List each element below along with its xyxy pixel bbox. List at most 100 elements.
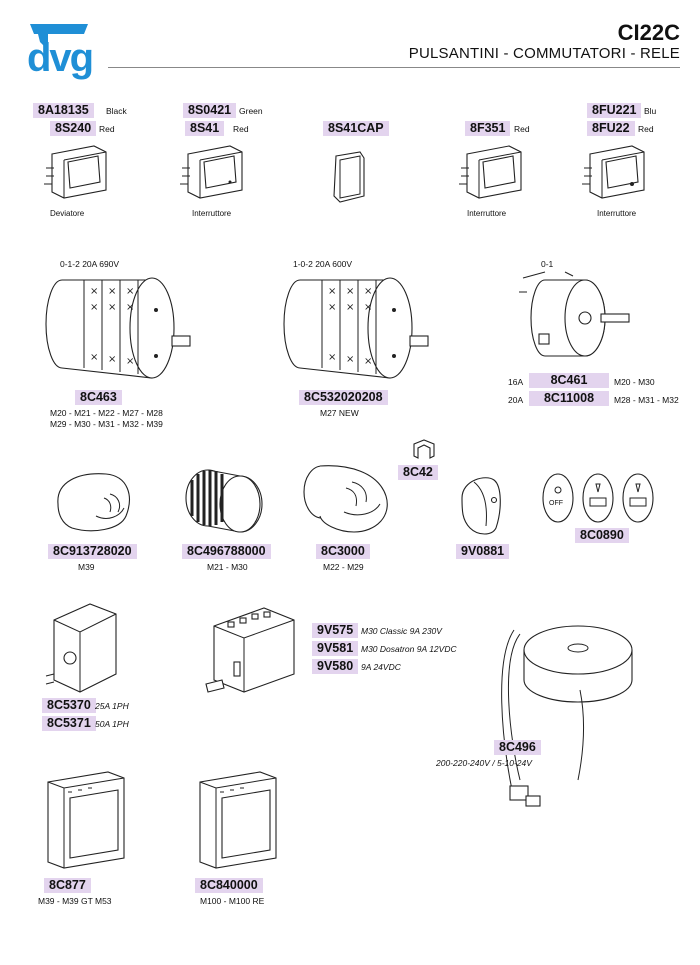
rotary-switch-8C532020208: × × × × × × × × × xyxy=(283,277,429,379)
off-label: OFF xyxy=(549,500,563,507)
svg-text:×: × xyxy=(346,354,354,365)
rotary-switch-8C463: ××× ××× ××× xyxy=(45,277,191,379)
models-8C11008: M28 - M31 - M32 xyxy=(614,395,679,405)
code-9V580: 9V580 xyxy=(312,659,359,674)
knob-8C913728020 xyxy=(57,473,130,532)
rotary-switch-8C461 xyxy=(519,271,630,357)
code-9V581: 9V581 xyxy=(312,641,359,656)
note-8C496: 200-220-240V / 5-10-24V xyxy=(436,758,532,768)
caption-interruttore-2: Interruttore xyxy=(467,209,507,218)
code-8C42: 8C42 xyxy=(398,465,438,480)
note-black: Black xyxy=(106,106,127,116)
svg-text:×: × xyxy=(126,356,134,367)
models-8C913728020: M39 xyxy=(78,562,95,572)
amp-16A: 16A xyxy=(508,377,524,387)
note-9V575: M30 Classic 9A 230V xyxy=(361,626,442,636)
code-8S41CAP: 8S41CAP xyxy=(323,121,389,136)
lcd-display-8C877 xyxy=(47,771,125,869)
code-8C532020208: 8C532020208 xyxy=(299,390,388,405)
code-8S0421: 8S0421 xyxy=(183,103,237,118)
code-8C5371: 8C5371 xyxy=(42,716,96,731)
selector-labels-8C0890 xyxy=(542,473,654,523)
note-red-2: Red xyxy=(233,124,249,134)
code-8C0890: 8C0890 xyxy=(575,528,629,543)
svg-text:×: × xyxy=(108,354,116,365)
code-8C463: 8C463 xyxy=(75,390,122,405)
svg-text:×: × xyxy=(90,286,98,297)
code-8S240: 8S240 xyxy=(50,121,97,136)
caption-interruttore-1: Interruttore xyxy=(192,209,232,218)
models-8C532020208: M27 NEW xyxy=(320,408,359,418)
rating-8C461: 0-1 xyxy=(541,259,554,269)
code-8C3000: 8C3000 xyxy=(316,544,370,559)
svg-text:×: × xyxy=(364,286,372,297)
svg-text:×: × xyxy=(346,286,354,297)
code-8C913728020: 8C913728020 xyxy=(48,544,137,559)
knob-9V0881 xyxy=(461,477,501,535)
clip-8C42 xyxy=(413,439,435,459)
code-8C840000: 8C840000 xyxy=(195,878,263,893)
models-8C463-line1: M20 - M21 - M22 - M27 - M28 xyxy=(50,408,163,418)
caption-deviatore: Deviatore xyxy=(50,209,85,218)
models-8C840000: M100 - M100 RE xyxy=(200,896,265,906)
note-red-4: Red xyxy=(638,124,654,134)
code-8C496788000: 8C496788000 xyxy=(182,544,271,559)
svg-text:×: × xyxy=(328,302,336,313)
code-8C11008: 8C11008 xyxy=(529,391,609,406)
rating-8C463: 0-1-2 20A 690V xyxy=(60,259,120,269)
rocker-switch-interruttore-1 xyxy=(180,145,243,199)
amp-20A: 20A xyxy=(508,395,524,405)
lcd-display-8C840000 xyxy=(199,771,277,869)
models-8C463-line2: M29 - M30 - M31 - M32 - M39 xyxy=(50,419,163,429)
models-8C3000: M22 - M29 xyxy=(323,562,364,572)
code-8FU22: 8FU22 xyxy=(587,121,635,136)
code-8C496: 8C496 xyxy=(494,740,541,755)
svg-text:×: × xyxy=(346,302,354,313)
svg-text:×: × xyxy=(126,302,134,313)
logo-text: dvg xyxy=(27,36,94,80)
contactor xyxy=(205,607,295,693)
code-8C5370: 8C5370 xyxy=(42,698,96,713)
note-9V580: 9A 24VDC xyxy=(361,662,401,672)
code-9V0881: 9V0881 xyxy=(456,544,510,559)
relay-box xyxy=(45,603,117,693)
note-9V581: M30 Dosatron 9A 12VDC xyxy=(361,644,457,654)
models-8C496788000: M21 - M30 xyxy=(207,562,248,572)
note-blu: Blu xyxy=(644,106,657,116)
svg-text:×: × xyxy=(126,286,134,297)
code-8C461: 8C461 xyxy=(529,373,609,388)
page-code: CI22C xyxy=(617,20,680,45)
dvg-logo: dvg xyxy=(26,20,106,84)
knob-8C496788000 xyxy=(185,469,263,533)
header-rule xyxy=(108,67,680,68)
rocker-switch-interruttore-3 xyxy=(582,145,645,199)
code-8S41: 8S41 xyxy=(185,121,225,136)
rocker-switch-deviatore xyxy=(44,145,107,199)
rocker-switch-interruttore-2 xyxy=(459,145,522,199)
toroidal-transformer xyxy=(501,625,633,807)
note-green: Green xyxy=(239,106,263,116)
models-8C461: M20 - M30 xyxy=(614,377,655,387)
svg-text:×: × xyxy=(108,286,116,297)
svg-text:×: × xyxy=(328,286,336,297)
caption-interruttore-3: Interruttore xyxy=(597,209,637,218)
svg-text:×: × xyxy=(90,302,98,313)
rating-8C532020208: 1-0-2 20A 600V xyxy=(293,259,353,269)
note-red-3: Red xyxy=(514,124,530,134)
switch-cap xyxy=(333,151,365,203)
code-9V575: 9V575 xyxy=(312,623,359,638)
svg-text:×: × xyxy=(364,356,372,367)
note-red: Red xyxy=(99,124,115,134)
svg-text:×: × xyxy=(364,302,372,313)
note-8C5370: 25A 1PH xyxy=(95,701,129,711)
code-8A18135: 8A18135 xyxy=(33,103,94,118)
page-subtitle: PULSANTINI - COMMUTATORI - RELE xyxy=(408,45,680,62)
svg-text:×: × xyxy=(90,352,98,363)
knob-8C3000 xyxy=(303,465,388,533)
code-8F351: 8F351 xyxy=(465,121,511,136)
models-8C877: M39 - M39 GT M53 xyxy=(38,896,112,906)
code-8FU221: 8FU221 xyxy=(587,103,642,118)
code-8C877: 8C877 xyxy=(44,878,91,893)
svg-text:×: × xyxy=(328,352,336,363)
note-8C5371: 50A 1PH xyxy=(95,719,129,729)
